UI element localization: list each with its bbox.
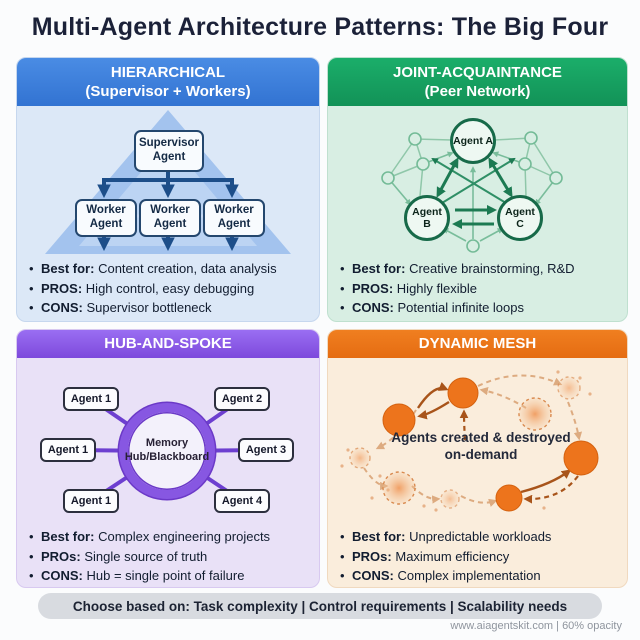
bullet-cons: CONS: Hub = single point of failure <box>29 566 311 586</box>
bullet-best-for: Best for: Content creation, data analysi… <box>29 259 311 279</box>
spoke-agent-node: Agent 2 <box>214 387 270 411</box>
bullet-cons: CONS: Complex implementation <box>340 566 619 586</box>
panel-joint-title: JOINT-ACQUAINTANCE <box>393 63 562 81</box>
spoke-agent-node: Agent 4 <box>214 489 270 513</box>
bullet-pros: PROs: Maximum efficiency <box>340 547 619 567</box>
spoke-agent-node: Agent 3 <box>238 438 294 462</box>
dynamic-mesh-diagram: Agents created & destroyed on-demand <box>328 358 627 524</box>
panel-hub-title: HUB-AND-SPOKE <box>104 335 232 353</box>
mesh-bullet-list: Best for: Unpredictable workloads PROs: … <box>328 527 627 586</box>
hierarchical-diagram: Supervisor Agent Worker Agent Worker Age… <box>17 106 319 256</box>
peer-network-graphic <box>381 131 563 253</box>
spoke-agent-node: Agent 1 <box>40 438 96 462</box>
supervisor-agent-node: Supervisor Agent <box>134 130 204 172</box>
panel-joint-subtitle: (Peer Network) <box>424 83 531 100</box>
bullet-cons: CONS: Supervisor bottleneck <box>29 298 311 318</box>
worker-agent-node: Worker Agent <box>203 199 265 237</box>
joint-bullet-list: Best for: Creative brainstorming, R&D PR… <box>328 259 627 318</box>
panel-joint-acquaintance: JOINT-ACQUAINTANCE (Peer Network) <box>327 57 628 322</box>
mesh-caption: Agents created & destroyed on-demand <box>391 430 571 462</box>
panel-joint-header: JOINT-ACQUAINTANCE (Peer Network) <box>328 58 627 106</box>
hierarchical-bullet-list: Best for: Content creation, data analysi… <box>17 259 319 318</box>
bullet-best-for: Best for: Creative brainstorming, R&D <box>340 259 619 279</box>
spoke-agent-node: Agent 1 <box>63 489 119 513</box>
worker-agent-node: Worker Agent <box>139 199 201 237</box>
worker-agent-node: Worker Agent <box>75 199 137 237</box>
bullet-cons: CONS: Potential infinite loops <box>340 298 619 318</box>
bullet-pros: PROS: Highly flexible <box>340 279 619 299</box>
panel-dynamic-mesh: DYNAMIC MESH <box>327 329 628 588</box>
panel-hierarchical-subtitle: (Supervisor + Workers) <box>85 83 251 100</box>
page-title: Multi-Agent Architecture Patterns: The B… <box>31 13 609 41</box>
watermark-note: www.aiagentskit.com | 60% opacity <box>450 620 622 632</box>
agent-a-node: Agent A <box>450 118 496 164</box>
panel-hierarchical-header: HIERARCHICAL (Supervisor + Workers) <box>17 58 319 106</box>
bullet-pros: PROS: High control, easy debugging <box>29 279 311 299</box>
panel-hierarchical-title: HIERARCHICAL <box>110 63 226 81</box>
hub-spoke-diagram: Memory Hub/Blackboard Agent 1 Agent 2 Ag… <box>17 358 319 524</box>
peer-network-diagram: Agent A Agent B Agent C <box>328 106 627 256</box>
bullet-best-for: Best for: Complex engineering projects <box>29 527 311 547</box>
hub-bullet-list: Best for: Complex engineering projects P… <box>17 527 319 586</box>
panel-mesh-title: DYNAMIC MESH <box>418 335 537 353</box>
bullet-pros: PROs: Single source of truth <box>29 547 311 567</box>
bullet-best-for: Best for: Unpredictable workloads <box>340 527 619 547</box>
decision-criteria-bar: Choose based on: Task complexity | Contr… <box>38 593 602 619</box>
panel-hierarchical: HIERARCHICAL (Supervisor + Workers) <box>16 57 320 322</box>
panel-mesh-header: DYNAMIC MESH <box>328 330 627 358</box>
memory-hub-circle <box>119 403 215 499</box>
panel-hub-and-spoke: HUB-AND-SPOKE Memory Hub/Blackboard Agen… <box>16 329 320 588</box>
agent-b-node: Agent B <box>404 195 450 241</box>
spoke-agent-node: Agent 1 <box>63 387 119 411</box>
agent-c-node: Agent C <box>497 195 543 241</box>
memory-hub-label: Memory Hub/Blackboard <box>124 437 210 463</box>
dynamic-mesh-graphic <box>340 370 599 512</box>
panel-hub-header: HUB-AND-SPOKE <box>17 330 319 358</box>
